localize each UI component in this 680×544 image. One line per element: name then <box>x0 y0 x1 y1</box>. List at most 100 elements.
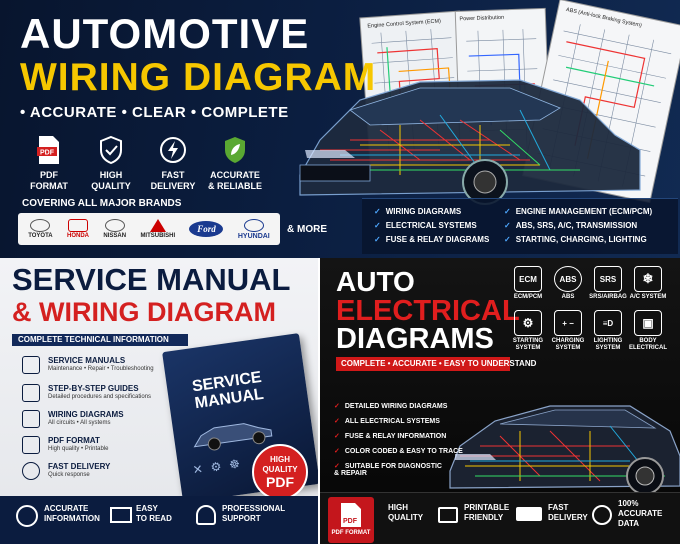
truck-icon <box>516 507 542 521</box>
electrical-feature: ✓DETAILED WIRING DIAGRAMS <box>334 403 448 410</box>
book-car-icon <box>193 423 273 451</box>
check-icon: ✓ <box>334 433 340 440</box>
footer-pdf-label: PDF FORMAT <box>331 530 371 536</box>
brand-logo-strip: TOYOTA HONDA NISSAN MITSUBISHI Ford HYUN… <box>18 213 280 245</box>
shield-check-icon <box>96 133 126 167</box>
badge-label: FAST DELIVERY <box>150 170 196 191</box>
badge-high-quality: HIGH QUALITY <box>80 133 142 192</box>
electrical-footer: PDF PDF FORMAT HIGH QUALITY PRINTABLE FR… <box>320 492 680 544</box>
headset-icon <box>196 505 216 525</box>
chip-icon: ECM <box>514 266 542 292</box>
lightning-icon <box>158 133 188 167</box>
banner-title-line1: AUTOMOTIVE <box>20 10 310 57</box>
battery-icon: + − <box>554 310 582 336</box>
starter-icon: ⚙ <box>514 310 542 336</box>
service-manual-panel: SERVICE MANUAL & WIRING DIAGRAM COMPLETE… <box>0 258 320 544</box>
footer-accurate-data: 100% ACCURATE DATA <box>618 499 663 528</box>
electrical-feature: ✓SUITABLE FOR DIAGNOSTIC & REPAIR <box>334 463 442 477</box>
feature-item: ✓STARTING, CHARGING, LIGHTING <box>504 235 647 244</box>
check-icon: ✓ <box>334 448 340 455</box>
book-icon <box>110 507 132 523</box>
brand-hyundai: HYUNDAI <box>238 218 270 240</box>
electrical-feature: ✓COLOR CODED & EASY TO TRACE <box>334 448 463 455</box>
crosshair-icon <box>592 505 612 525</box>
abs-icon: ABS <box>554 266 582 292</box>
system-charging: + −CHARGING SYSTEM <box>548 310 588 352</box>
service-title-line1: SERVICE MANUAL <box>12 262 291 297</box>
honda-logo-icon <box>68 219 89 232</box>
manual-icon <box>22 356 40 374</box>
book-tool-icons: ✕⚙☸ <box>191 455 249 478</box>
system-starting: ⚙STARTING SYSTEM <box>508 310 548 352</box>
pdf-icon <box>22 436 40 454</box>
badge-pdf-format: PDF PDF FORMAT <box>18 133 80 192</box>
badge-fast-delivery: FAST DELIVERY <box>142 133 204 192</box>
feature-item: ✓ELECTRICAL SYSTEMS <box>374 221 477 230</box>
banner-title-line2: WIRING DIAGRAM <box>20 56 377 99</box>
service-band: COMPLETE TECHNICAL INFORMATION <box>12 334 188 346</box>
airbag-icon: SRS <box>594 266 622 292</box>
headlight-icon: ≡D <box>594 310 622 336</box>
banner-tagline: • ACCURATE • CLEAR • COMPLETE <box>20 104 289 121</box>
feature-item: ✓FUSE & RELAY DIAGRAMS <box>374 235 490 244</box>
electrical-feature: ✓ALL ELECTRICAL SYSTEMS <box>334 418 440 425</box>
electrical-title-line1: AUTO <box>336 266 415 297</box>
book-title: SERVICE MANUAL <box>191 368 265 413</box>
printer-icon <box>438 507 458 523</box>
nissan-logo-icon <box>104 219 125 232</box>
feature-item: ✓WIRING DIAGRAMS <box>374 207 462 216</box>
check-icon: ✓ <box>374 207 381 216</box>
check-icon: ✓ <box>334 418 340 425</box>
pdf-file-icon: PDF <box>341 503 361 527</box>
sheet-label-ecm: Engine Control System (ECM) <box>367 18 441 29</box>
brand-toyota: TOYOTA <box>28 219 53 239</box>
clock-icon <box>22 462 40 480</box>
footer-easy: EASY TO READ <box>136 504 172 523</box>
badge-label: PDF FORMAT <box>30 170 68 191</box>
brands-heading: COVERING ALL MAJOR BRANDS <box>22 198 182 209</box>
feature-badges: PDF PDF FORMAT HIGH QUALITY FAST DELIVER… <box>18 133 266 192</box>
brand-mitsubishi: MITSUBISHI <box>140 219 175 239</box>
mitsubishi-logo-icon <box>149 219 166 232</box>
electrical-car-illustration <box>449 405 680 495</box>
badge-accurate-reliable: ACCURATE & RELIABLE <box>204 133 266 192</box>
service-footer: ACCURATE INFORMATION EASY TO READ PROFES… <box>0 496 318 544</box>
system-ac: ❄A/C SYSTEM <box>628 266 668 301</box>
feature-list-panel: ✓WIRING DIAGRAMS ✓ELECTRICAL SYSTEMS ✓FU… <box>362 198 678 254</box>
hyundai-logo-icon <box>243 218 264 232</box>
badge-label: HIGH QUALITY <box>91 170 131 191</box>
footer-high-quality: HIGH QUALITY <box>388 503 424 522</box>
service-manual-book: SERVICE MANUAL ✕⚙☸ <box>162 333 320 503</box>
check-icon: ✓ <box>504 207 511 216</box>
footer-accurate: ACCURATE INFORMATION <box>44 504 100 523</box>
snowflake-icon: ❄ <box>634 266 662 292</box>
pdf-icon: PDF PDF FORMAT <box>328 497 374 543</box>
auto-electrical-panel: AUTO ELECTRICAL DIAGRAMS COMPLETE • ACCU… <box>318 258 680 544</box>
brand-ford: Ford <box>189 221 224 237</box>
system-body-electrical: ▣BODY ELECTRICAL <box>628 310 668 352</box>
check-icon: ✓ <box>504 221 511 230</box>
check-icon: ✓ <box>374 221 381 230</box>
brands-more: & MORE <box>287 224 327 235</box>
check-icon: ✓ <box>334 463 340 470</box>
ford-logo-icon: Ford <box>189 221 224 237</box>
check-icon: ✓ <box>334 403 340 410</box>
badge-label: ACCURATE & RELIABLE <box>208 170 262 191</box>
electrical-feature-list: ✓DETAILED WIRING DIAGRAMS ✓ALL ELECTRICA… <box>334 402 463 484</box>
footer-support: PROFESSIONAL SUPPORT <box>222 504 286 523</box>
door-icon: ▣ <box>634 310 662 336</box>
wrench-icon <box>22 384 40 402</box>
electrical-title-line2: ELECTRICAL <box>336 295 520 327</box>
electrical-band: COMPLETE • ACCURATE • EASY TO UNDERSTAND <box>336 357 536 371</box>
chip-icon <box>22 410 40 428</box>
electrical-title-line3: DIAGRAMS <box>336 323 494 355</box>
check-icon: ✓ <box>504 235 511 244</box>
brand-honda: HONDA <box>67 219 89 239</box>
car-illustration <box>299 79 641 205</box>
toyota-logo-icon <box>30 219 51 232</box>
sheet-label-power: Power Distribution <box>459 15 504 23</box>
